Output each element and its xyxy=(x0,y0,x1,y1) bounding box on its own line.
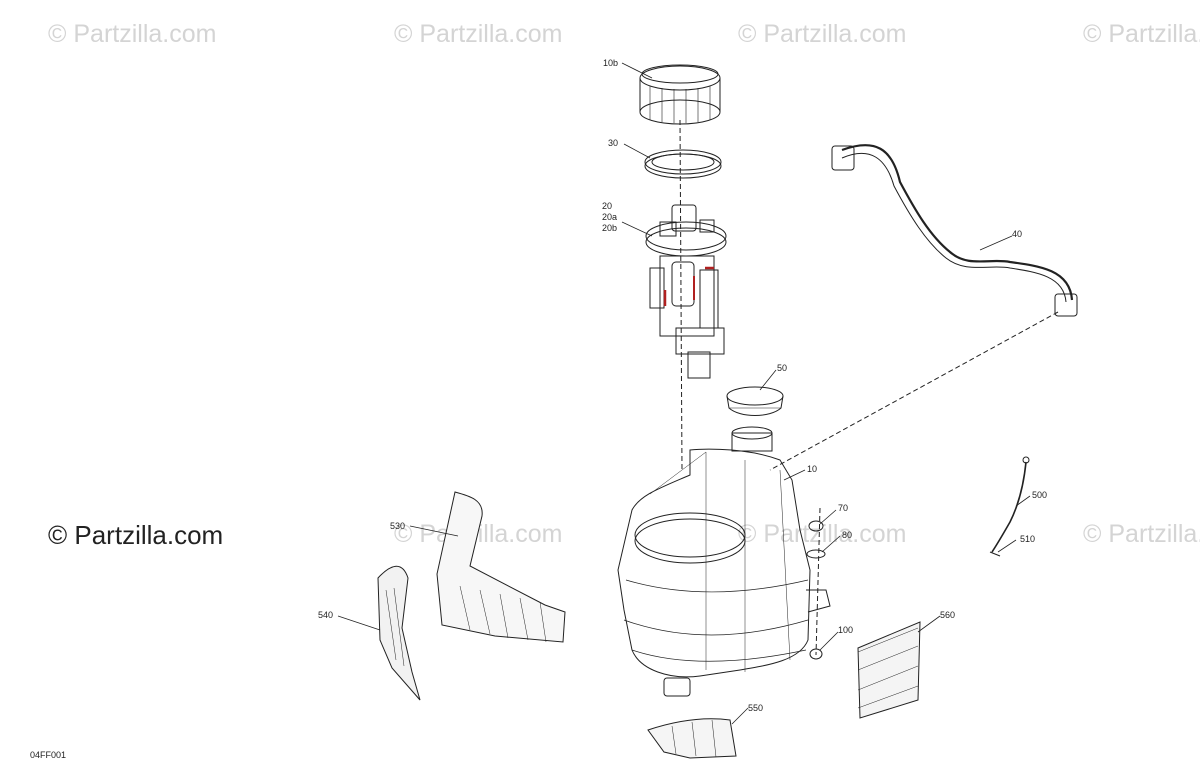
wiring-harness-part xyxy=(831,144,1078,317)
callout-540: 540 xyxy=(318,610,334,620)
callout-500: 500 xyxy=(1032,490,1048,500)
callout-80: 80 xyxy=(842,530,853,540)
callout-10: 10 xyxy=(807,464,818,474)
assembly-axis-line xyxy=(815,507,821,656)
vent-hose-part xyxy=(989,456,1030,557)
callout-100: 100 xyxy=(838,625,854,635)
callout-510: 510 xyxy=(1020,534,1036,544)
heat-shield-left-part xyxy=(377,565,421,701)
watermark-text: © Partzilla.com xyxy=(1083,520,1200,548)
callout-20b: 20b xyxy=(602,223,618,233)
diagram-code: 04FF001 xyxy=(30,750,67,760)
callout-30: 30 xyxy=(608,138,619,148)
callout-550: 550 xyxy=(748,703,764,713)
locking-ring-part xyxy=(639,64,721,125)
callout-560: 560 xyxy=(940,610,956,620)
callout-10b: 10b xyxy=(603,58,619,68)
watermark-text: © Partzilla.com xyxy=(738,20,907,48)
assembly-axis-line xyxy=(679,119,683,471)
callout-530: 530 xyxy=(390,521,406,531)
watermark-text: © Partzilla.com xyxy=(48,20,217,48)
hardware-part xyxy=(806,520,826,660)
heat-shield-upper-part xyxy=(436,491,566,643)
heat-shield-right-part xyxy=(857,621,921,719)
callout-70: 70 xyxy=(838,503,849,513)
filler-cap-part xyxy=(726,386,784,416)
callout-20a: 20a xyxy=(602,212,618,222)
fuel-pump-module-part xyxy=(645,204,727,379)
heat-shield-bottom-part xyxy=(647,718,737,759)
leader-lines xyxy=(337,62,1031,725)
callout-20: 20 xyxy=(602,201,613,211)
watermark-text: © Partzilla.com xyxy=(1083,20,1200,48)
fuel-tank-part xyxy=(617,426,831,697)
brand-watermark: © Partzilla.com xyxy=(48,520,224,550)
assembly-axis-line xyxy=(769,311,1059,471)
callout-40: 40 xyxy=(1012,229,1023,239)
watermark-text: © Partzilla.com xyxy=(394,20,563,48)
gasket-part xyxy=(644,149,722,179)
callout-50: 50 xyxy=(777,363,788,373)
